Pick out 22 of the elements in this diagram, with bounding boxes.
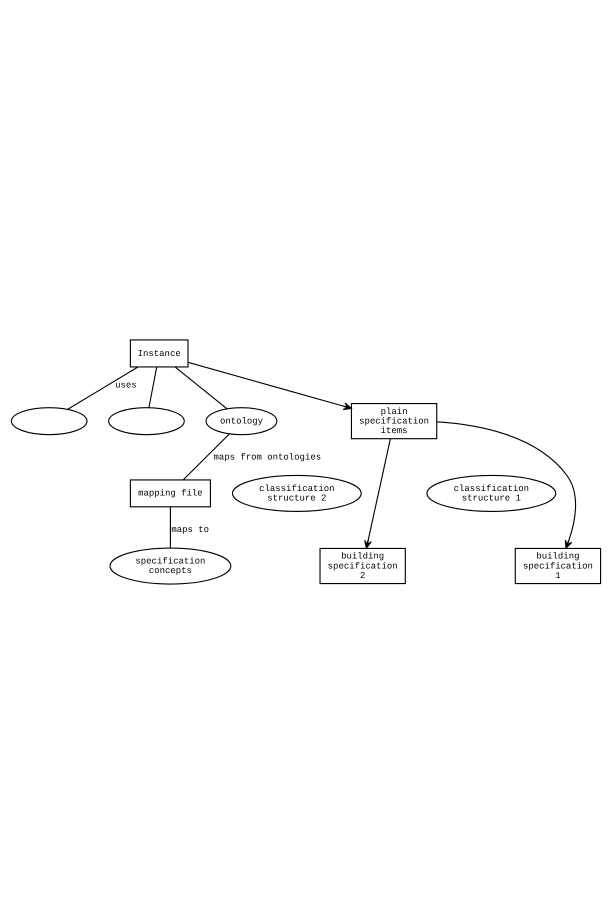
node-box: Instance <box>130 339 189 368</box>
node-ellipse: classification structure 2 <box>232 474 362 512</box>
node-box: mapping file <box>130 479 211 508</box>
arrow <box>188 362 352 410</box>
arrow <box>364 438 391 549</box>
edge-label: maps from ontologies <box>213 452 322 462</box>
node-ellipse <box>10 407 88 436</box>
connector <box>148 366 158 408</box>
connector <box>182 434 230 480</box>
node-ellipse: classification structure 1 <box>426 474 556 512</box>
edge-label: uses <box>115 380 137 391</box>
connector <box>174 366 228 410</box>
edge-label: maps to <box>171 525 210 536</box>
node-box: plain specification items <box>350 403 438 440</box>
connector <box>68 366 138 410</box>
arrow <box>436 421 576 549</box>
node-ellipse <box>108 407 185 436</box>
node-box: building specification 1 <box>514 548 602 584</box>
node-ellipse: ontology <box>206 407 278 436</box>
connector <box>170 507 171 548</box>
node-box: building specification 2 <box>319 548 406 584</box>
node-ellipse: specification concepts <box>109 547 232 585</box>
